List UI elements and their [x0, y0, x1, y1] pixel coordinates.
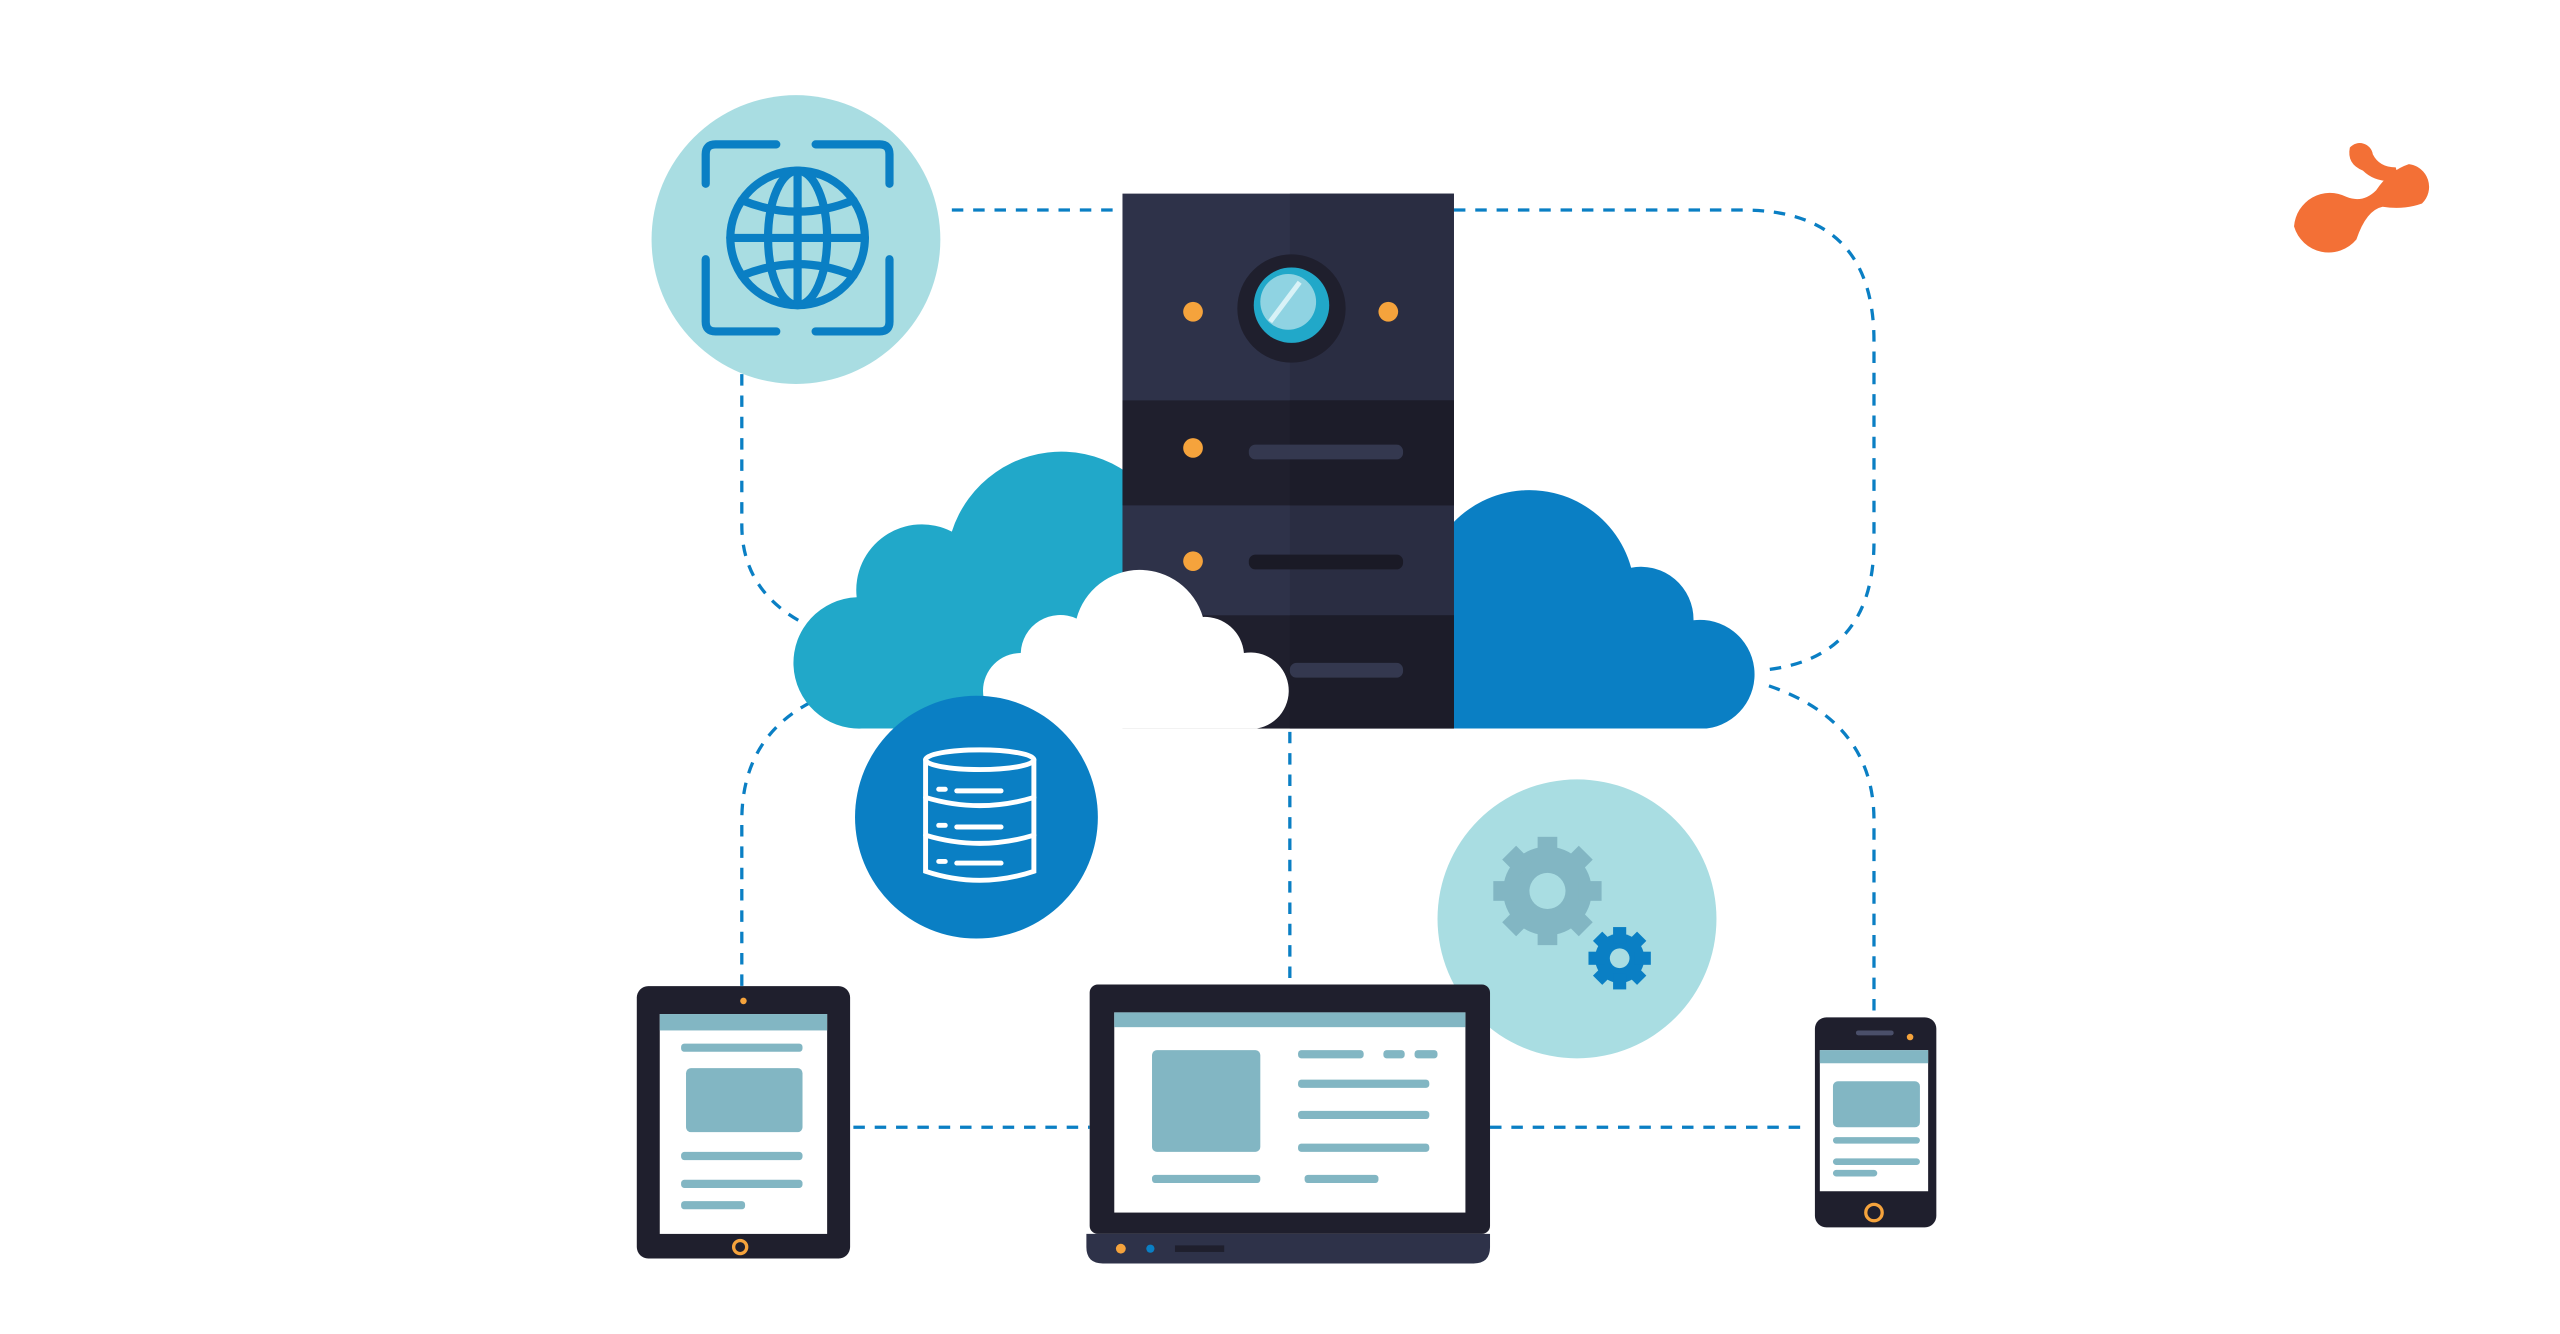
globe-icon: [701, 140, 894, 336]
cloud-white: [983, 569, 1289, 729]
server-icon: [1122, 193, 1454, 729]
globe-badge: [651, 95, 941, 384]
server-led: [1378, 301, 1399, 322]
connector-lines: [740, 208, 1876, 1129]
database-badge: [855, 695, 1098, 939]
cloud-blue: [1423, 490, 1755, 729]
gears-badge: [1437, 779, 1717, 1059]
server-led: [1183, 301, 1203, 322]
laptop-icon: [1086, 984, 1491, 1264]
connector-globe-cloud: [740, 374, 812, 629]
phone-icon: [1814, 1017, 1937, 1228]
database-icon: [923, 747, 1037, 883]
gears-icon: [1493, 836, 1651, 990]
server-led: [1183, 551, 1203, 572]
tablet-icon: [636, 986, 851, 1259]
connector-server-right: [1453, 208, 1876, 672]
brand-logo: [2294, 143, 2430, 253]
server-led: [1183, 438, 1203, 458]
connector-cloud-phone: [1768, 684, 1876, 1021]
connector-cloud-tablet: [740, 700, 812, 993]
